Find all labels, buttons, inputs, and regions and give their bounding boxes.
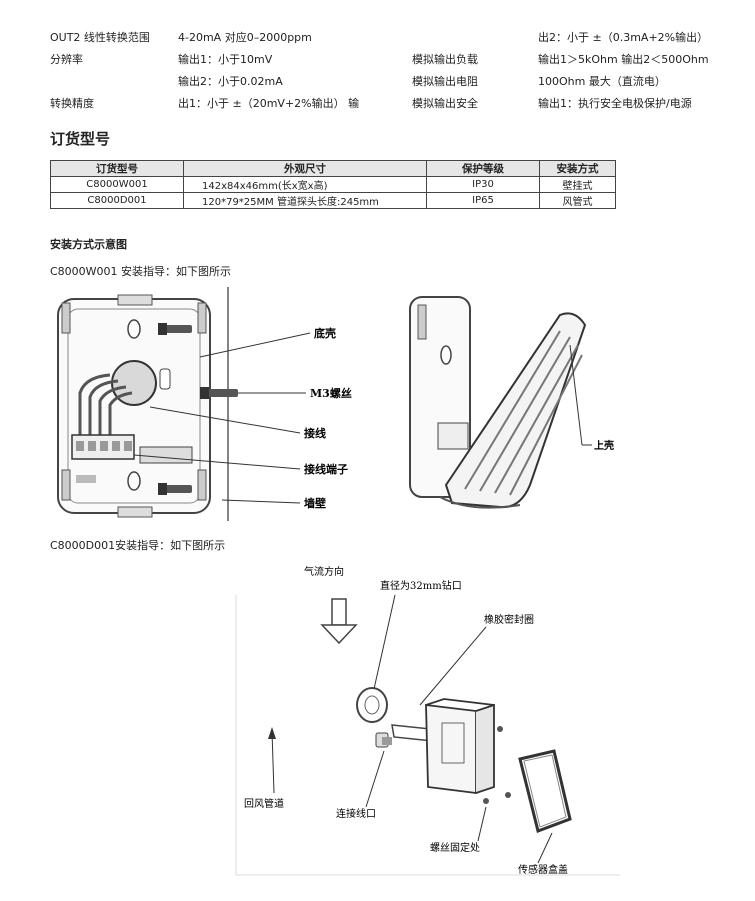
leader-line — [199, 332, 311, 358]
column-header: 外观尺寸 — [183, 160, 427, 177]
install-note-wall: C8000W001 安装指导：如下图所示 — [50, 265, 232, 278]
spec-value: 出2：小于 ±（0.3mA+2%输出） — [538, 31, 709, 44]
spec-label: OUT2 线性转换范围 — [50, 31, 150, 44]
spec-value: 出1：小于 ±（20mV+2%输出） 输 — [178, 97, 360, 110]
label-duct: 回风管道 — [244, 797, 284, 810]
spec-value: 输出2：小于0.02mA — [178, 75, 283, 88]
table-cell: IP65 — [426, 192, 540, 209]
screw-icon — [158, 323, 238, 495]
top-shell-drawing — [409, 296, 587, 509]
table-cell: C8000W001 — [50, 176, 184, 193]
table-cell: C8000D001 — [50, 192, 184, 209]
base-shell-drawing — [57, 294, 211, 518]
spec-value: 输出1：执行安全电极保护/电源 — [538, 97, 692, 110]
table-cell: IP30 — [426, 176, 540, 193]
label-seal: 橡胶密封圈 — [484, 613, 534, 626]
leader-line — [271, 730, 275, 794]
leader-line — [149, 406, 301, 434]
label-screw: M3螺丝 — [310, 386, 352, 400]
sensor-housing-drawing — [391, 698, 511, 804]
spec-label: 分辨率 — [50, 53, 83, 66]
label-wire: 接线 — [304, 426, 326, 440]
label-airflow: 气流方向 — [304, 565, 344, 578]
duct-mount-figure: 气流方向 直径为32mm钻口 橡胶密封圈 回风管道 连接线口 螺丝固定处 传感器… — [235, 565, 620, 876]
leader-line — [477, 806, 487, 842]
column-header: 保护等级 — [426, 160, 540, 177]
table-cell: 142x84x46mm(长x宽x高) — [183, 176, 427, 193]
order-table: 订货型号 外观尺寸 保护等级 安装方式 C8000W001 142x84x46m… — [50, 160, 616, 209]
leader-line — [537, 832, 553, 864]
spec-label: 转换精度 — [50, 97, 94, 110]
leader-line — [365, 750, 385, 808]
spec-value: 100Ohm 最大（直流电） — [538, 75, 666, 88]
sensor-cover-drawing — [518, 749, 572, 833]
label-cover: 传感器盒盖 — [518, 863, 568, 876]
table-cell: 壁挂式 — [539, 176, 616, 193]
seal-ring-drawing — [356, 687, 388, 723]
table-cell: 风管式 — [539, 192, 616, 209]
spec-label: 模拟输出电阻 — [412, 75, 478, 88]
spec-label: 模拟输出安全 — [412, 97, 478, 110]
label-port: 连接线口 — [336, 807, 376, 820]
label-base: 底壳 — [314, 326, 336, 340]
column-header: 安装方式 — [539, 160, 616, 177]
label-drill: 直径为32mm钻口 — [380, 579, 462, 592]
table-row: C8000W001 142x84x46mm(长x宽x高) IP30 壁挂式 — [50, 176, 616, 193]
leader-line — [419, 626, 487, 706]
leader-line — [133, 454, 301, 470]
leader-line — [373, 594, 396, 690]
label-wall: 墙壁 — [304, 496, 326, 510]
spec-label: 模拟输出负载 — [412, 53, 478, 66]
arrow-head-icon — [268, 727, 276, 739]
label-fix: 螺丝固定处 — [430, 841, 480, 854]
table-header-row: 订货型号 外观尺寸 保护等级 安装方式 — [50, 160, 616, 177]
leader-line — [569, 344, 583, 446]
spec-value: 输出1：小于10mV — [178, 53, 273, 66]
spec-value: 输出1＞5kOhm 输出2＜500Ohm — [538, 53, 709, 66]
install-section-title: 安装方式示意图 — [50, 238, 127, 251]
table-cell: 120*79*25MM 管道探头长度:245mm — [183, 192, 427, 209]
label-terminal: 接线端子 — [304, 462, 348, 476]
install-note-duct: C8000D001安装指导：如下图所示 — [50, 539, 226, 552]
column-header: 订货型号 — [50, 160, 184, 177]
airflow-arrow-icon — [320, 598, 358, 645]
table-row: C8000D001 120*79*25MM 管道探头长度:245mm IP65 … — [50, 192, 616, 209]
label-top: 上壳 — [594, 439, 614, 452]
order-section-title: 订货型号 — [50, 130, 111, 148]
leader-line — [221, 499, 301, 504]
wall-mount-figure: 底壳 M3螺丝 接线 接线端子 墙壁 上壳 — [57, 287, 614, 521]
spec-value: 4-20mA 对应0–2000ppm — [178, 31, 312, 44]
connector-icon — [375, 732, 392, 748]
